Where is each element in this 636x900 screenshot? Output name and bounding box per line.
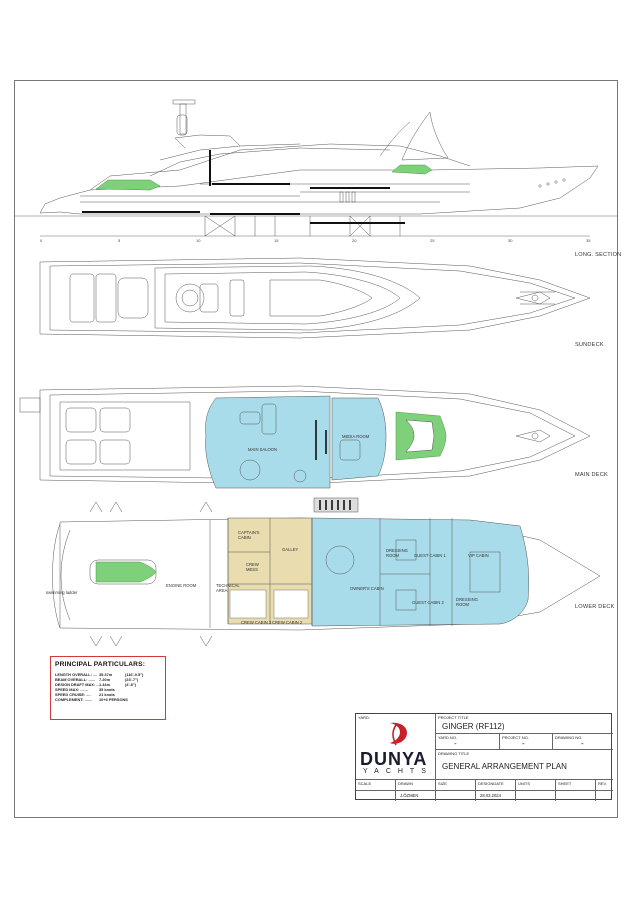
ruler-tick-label: 0	[40, 238, 43, 243]
room-label-boarding-ladder: swimming ladder	[46, 590, 78, 595]
room-label-galley: GALLEY	[282, 547, 299, 552]
ruler-tick-label: 15	[274, 238, 279, 243]
room-label-technical-area: TECHNICAL AREA	[216, 583, 240, 593]
room-label-captains-cabin: CAPTAIN'S CABIN	[238, 530, 260, 540]
drawn-by: J.ÖZMEN	[400, 793, 419, 798]
lower-deck-label: LOWER DECK	[575, 604, 615, 610]
sheet-value-cell	[556, 791, 596, 801]
room-label-owners-cabin: OWNER'S CABIN	[350, 586, 384, 591]
rev-value-cell	[596, 791, 613, 801]
sheet-cell: SHEET	[556, 780, 596, 791]
room-label-vip-cabin: VIP CABIN	[468, 553, 489, 558]
sundeck-label: SUNDECK	[575, 342, 604, 348]
title-block: YARD: DUNYA YACHTS PROJECT TITLE GINGER …	[355, 713, 613, 801]
ruler-tick-label: 5	[118, 238, 121, 243]
project-no-cell: PROJECT NO. -	[500, 734, 553, 750]
scale-value-cell	[356, 791, 396, 801]
dunya-logo-word: DUNYA	[360, 749, 428, 769]
units-cell: UNITS	[516, 780, 556, 791]
drawn-value-cell: J.ÖZMEN	[396, 791, 436, 801]
room-label-main-saloon: MAIN SALOON	[248, 447, 278, 452]
drawing-sheet-frame	[14, 80, 618, 818]
lower-deck-plan	[52, 501, 601, 647]
room-label-guest-cabin-1: GUEST CABIN 1	[414, 553, 446, 558]
room-label-engine-room: ENGINE ROOM	[166, 583, 197, 588]
room-label-crew-mess: CREW MESS	[246, 562, 259, 572]
scale-cell: SCALE	[356, 780, 396, 791]
drawing-title-cell: DRAWING TITLE GENERAL ARRANGEMENT PLAN	[436, 750, 613, 780]
room-label-dressing-room-2: DRESSING ROOM	[456, 597, 478, 607]
rev-cell: REV.	[596, 780, 613, 791]
drawing-title: GENERAL ARRANGEMENT PLAN	[442, 762, 567, 771]
dunya-logo-icon	[390, 722, 408, 746]
sundeck-plan	[39, 257, 591, 339]
size-cell: SIZE	[436, 780, 476, 791]
principal-particulars-box: PRINCIPAL PARTICULARS: LENGTH OVERALL: .…	[50, 656, 166, 720]
yard-cell: YARD: DUNYA YACHTS	[356, 714, 436, 780]
design-date-cell: DESIGNDATE	[476, 780, 516, 791]
particulars-row: BEAM OVERALL: ......7.20m(23'-7")	[55, 677, 139, 682]
room-label-crew-cabin-3: CREW CABIN 3	[241, 620, 272, 625]
room-label-media-room: MEDIA ROOM	[342, 434, 370, 439]
project-title: GINGER (RF112)	[442, 722, 505, 731]
design-date: 28.03.2024	[480, 793, 501, 798]
yachts-logo-word: YACHTS	[363, 768, 433, 775]
room-label-crew-cabin-2: CREW CABIN 2	[272, 620, 303, 625]
main-deck-label: MAIN DECK	[575, 472, 608, 478]
ruler-tick-label: 30	[508, 238, 513, 243]
room-label-guest-cabin-2: GUEST CABIN 2	[412, 600, 444, 605]
particulars-row: LENGTH OVERALL: ....35.37m(116'-0.5")	[55, 672, 144, 677]
long-section-label: LONG. SECTION	[575, 252, 622, 258]
ruler-tick-label: 25	[430, 238, 435, 243]
ruler-tick-label: 10	[196, 238, 201, 243]
yard-no-cell: YARD NO. -	[436, 734, 500, 750]
particulars-row: SPEED MAX: .......35 knots	[55, 687, 115, 692]
long-section-profile	[14, 99, 618, 237]
ruler-tick-label: 35	[586, 238, 591, 243]
size-value-cell	[436, 791, 476, 801]
units-value-cell	[516, 791, 556, 801]
drawn-cell: DRAWN	[396, 780, 436, 791]
particulars-title: PRINCIPAL PARTICULARS:	[55, 661, 146, 668]
ruler-tick-label: 20	[352, 238, 357, 243]
room-label-dressing-room-1: DRESSING ROOM	[386, 548, 408, 558]
drawing-no-cell: DRAWING NO. -	[553, 734, 613, 750]
particulars-row: COMPLEMENT: .......10+6 PERSONS	[55, 697, 128, 702]
project-title-cell: PROJECT TITLE GINGER (RF112)	[436, 714, 613, 734]
design-date-value-cell: 28.03.2024	[476, 791, 516, 801]
particulars-row: DESIGN DRAFT MAX: ...1.44m(4'-8")	[55, 682, 136, 687]
main-deck-plan	[19, 385, 591, 513]
particulars-row: SPEED CRUISE: ....21 knots	[55, 692, 115, 697]
